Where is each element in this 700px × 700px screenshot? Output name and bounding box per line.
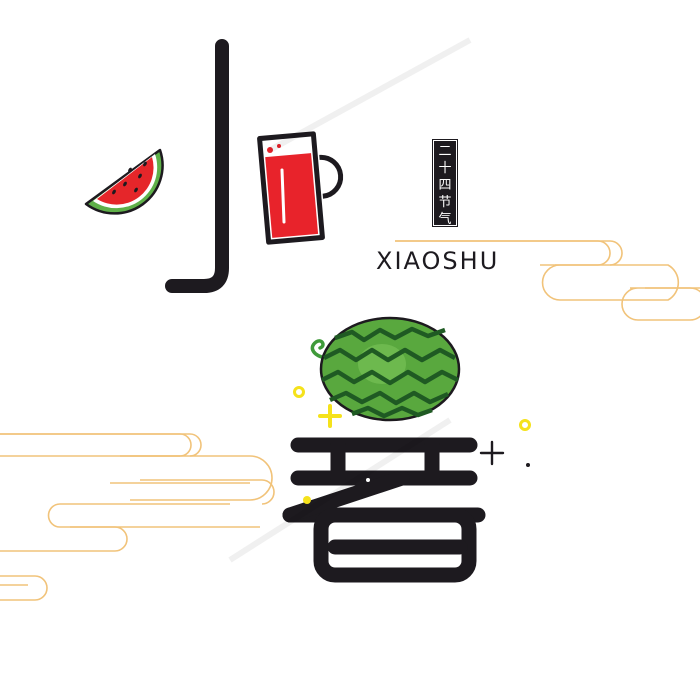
watermark: [228, 37, 472, 563]
seal-char: 二: [438, 144, 452, 159]
character-shu: [282, 437, 486, 583]
solar-term-seal: 二 十 四 节 气: [432, 139, 458, 227]
romanization-label: XIAOSHU: [376, 247, 500, 275]
sparkle-icon: [293, 386, 531, 504]
watermelon-slice-icon: [84, 148, 164, 215]
seal-char: 气: [438, 212, 452, 227]
cloud-pattern-icon: [0, 240, 700, 601]
watermelon-icon: [310, 316, 461, 422]
seal-char: 四: [438, 178, 452, 193]
seal-char: 节: [438, 195, 452, 210]
seal-char: 十: [438, 161, 452, 176]
juice-mug-icon: [257, 131, 344, 245]
character-xiao: [165, 39, 229, 293]
